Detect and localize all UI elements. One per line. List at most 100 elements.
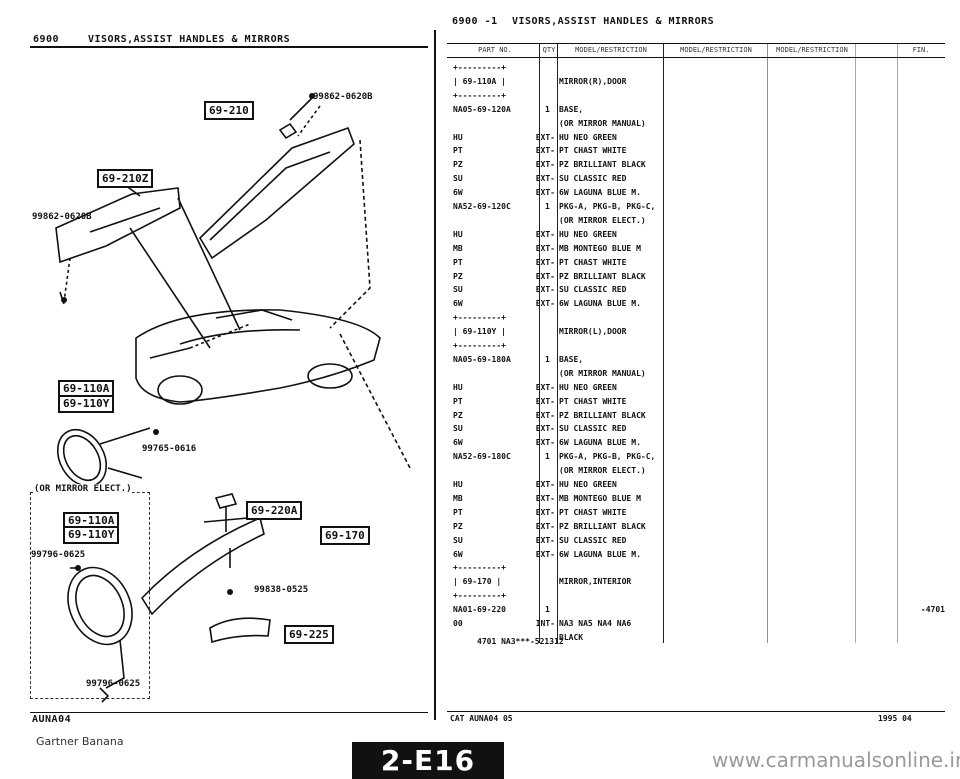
table-bottom-rule (447, 711, 945, 712)
table-row: +---------+ (447, 589, 945, 603)
row-part-no: SU (453, 535, 463, 545)
col-model-2: MODEL/RESTRICTION (680, 46, 752, 54)
pn-screw-lh: 99862-0620B (32, 212, 92, 222)
row-code: EXT- (535, 285, 555, 295)
row-part-no: HU (453, 382, 463, 392)
visor-rh-outline (198, 126, 355, 260)
row-description: BLACK (559, 632, 584, 642)
row-code: EXT- (535, 396, 555, 406)
col-sep-3 (663, 43, 664, 643)
callout-door-mirror-b: 69-110Y (58, 395, 115, 413)
row-part-no: NA52-69-180C (453, 452, 511, 462)
row-part-no: MB (453, 493, 463, 503)
row-code: EXT- (535, 438, 555, 448)
row-description: PZ BRILLIANT BLACK (559, 410, 646, 420)
option-box (30, 492, 150, 699)
row-code: EXT- (535, 243, 555, 253)
col-model-1: MODEL/RESTRICTION (575, 46, 647, 54)
right-footer-right: 1995 04 (878, 714, 912, 723)
row-part-no: +---------+ (453, 313, 506, 323)
table-row: HU EXT- HU NEO GREEN (447, 381, 945, 395)
pn-opt-screw-b: 99796-0625 (86, 679, 141, 689)
callout-clip: 69-225 (284, 625, 334, 644)
row-description: MB MONTEGO BLUE M (559, 493, 641, 503)
row-description: PKG-A, PKG-B, PKG-C, (559, 202, 656, 211)
row-part-no: PZ (453, 271, 463, 281)
row-code: EXT- (535, 535, 555, 545)
page-divider (434, 30, 436, 720)
right-header-code: 6900 -1 (452, 16, 498, 27)
car-wheel-front (157, 375, 203, 405)
row-description: 6W LAGUNA BLUE M. (559, 438, 641, 448)
col-model-3: MODEL/RESTRICTION (776, 46, 848, 54)
left-section-title: VISORS,ASSIST HANDLES & MIRRORS (88, 34, 291, 45)
table-header-rule (447, 57, 945, 58)
row-code: EXT- (535, 382, 555, 392)
row-part-no: PT (453, 146, 463, 156)
row-part-no: NA05-69-120A (453, 104, 511, 114)
table-row: PT EXT- PT CHAST WHITE (447, 256, 945, 270)
row-part-no: HU (453, 132, 463, 142)
row-part-no: +---------+ (453, 90, 506, 100)
row-qty: 1 (545, 605, 550, 615)
watermark-right: www.carmanualsonline.info (712, 748, 960, 772)
row-description: PZ BRILLIANT BLACK (559, 160, 646, 170)
row-description: PZ BRILLIANT BLACK (559, 271, 646, 281)
col-sep-4 (767, 43, 768, 643)
row-description: HU NEO GREEN (559, 382, 617, 392)
table-row: +---------+ (447, 89, 945, 103)
row-part-no: NA05-69-180A (453, 354, 511, 364)
left-footer-code: AUNA04 (32, 714, 72, 725)
row-part-no: SU (453, 174, 463, 184)
row-part-no: NA52-69-120C (453, 202, 511, 211)
interior-mirror (140, 516, 265, 616)
col-sep-5 (855, 43, 856, 643)
row-part-no: | 69-110Y | (453, 327, 506, 337)
table-row: (OR MIRROR ELECT.) (447, 464, 945, 478)
table-top-rule (447, 43, 945, 44)
row-description: PT CHAST WHITE (559, 396, 627, 406)
pn-inner-screw: 99838-0525 (254, 585, 309, 595)
row-part-no: PT (453, 257, 463, 267)
row-part-no: 6W (453, 549, 463, 559)
row-description: SU CLASSIC RED (559, 424, 627, 434)
row-part-no: PZ (453, 410, 463, 420)
option-label: (OR MIRROR ELECT.) (34, 484, 132, 494)
callout-visor-lh: 69-210Z (97, 169, 154, 188)
row-part-no: PT (453, 507, 463, 517)
row-code: EXT- (535, 132, 555, 142)
row-description: PKG-A, PKG-B, PKG-C, (559, 452, 656, 462)
row-part-no: +---------+ (453, 63, 506, 72)
row-part-no: MB (453, 243, 463, 253)
row-description: PT CHAST WHITE (559, 146, 627, 156)
row-code: EXT- (535, 257, 555, 267)
col-sep-1 (539, 43, 540, 643)
row-part-no: PZ (453, 521, 463, 531)
row-code: EXT- (535, 480, 555, 489)
table-row: | 69-170 |MIRROR,INTERIOR (447, 575, 945, 589)
row-description: PT CHAST WHITE (559, 257, 627, 267)
row-part-no: PZ (453, 160, 463, 170)
table-row: PZ EXT- PZ BRILLIANT BLACK (447, 270, 945, 284)
row-part-no: 6W (453, 438, 463, 448)
row-code: EXT- (535, 299, 555, 309)
left-header-rule (30, 46, 428, 48)
pn-mirror-screw: 99765-0616 (142, 444, 197, 454)
table-row: +---------+ (447, 61, 945, 75)
row-code: INT- (535, 619, 555, 628)
row-description: (OR MIRROR ELECT.) (559, 466, 646, 476)
table-row: BLACK (447, 631, 945, 645)
car-wheel-rear (307, 363, 353, 389)
row-description: BASE, (559, 104, 584, 114)
row-code: EXT- (535, 271, 555, 281)
